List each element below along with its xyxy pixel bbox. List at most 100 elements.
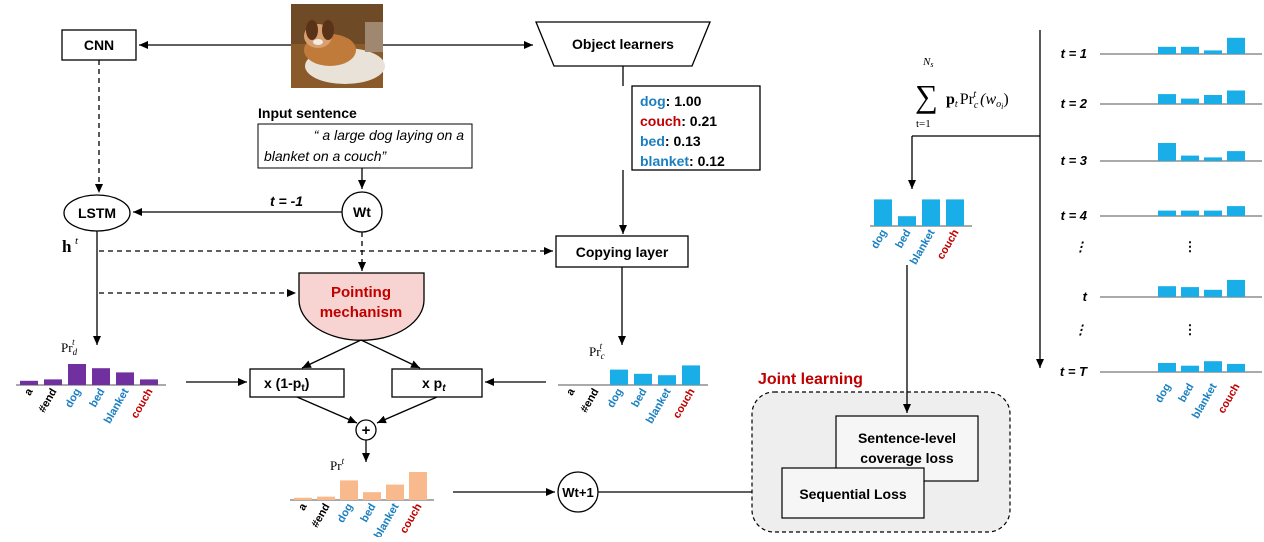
chart-bar — [682, 365, 700, 385]
timestep-bar — [1181, 98, 1199, 104]
detection-word: bed — [640, 133, 665, 149]
timestep-label: t = 4 — [1061, 208, 1088, 223]
detection-score: : 1.00 — [666, 93, 702, 109]
chart-bar — [874, 199, 892, 226]
svg-text:Prct: Prct — [589, 341, 605, 361]
timestep-bar — [1204, 157, 1222, 161]
wt-node: Wt — [341, 191, 383, 233]
chart-tick-label: couch — [398, 501, 425, 535]
timestep-bar — [1227, 151, 1245, 161]
timestep-bar — [1158, 46, 1176, 54]
timestep-bar — [1158, 210, 1176, 216]
detection-item: couch: 0.21 — [640, 113, 717, 129]
chart-tick-label: couch — [935, 227, 962, 261]
timestep-tick-label: bed — [1176, 382, 1196, 405]
timestep-label: ⋮ — [1074, 322, 1087, 337]
dog-photo — [291, 4, 385, 88]
pr-sup: t — [342, 456, 345, 466]
sum-lower: t=1 — [916, 118, 931, 130]
timestep-label: t = 1 — [1061, 46, 1087, 61]
svg-text:x (1-pt): x (1-pt) — [264, 375, 309, 394]
chart-tick-label: #end — [578, 387, 601, 415]
chart-tick-label: bed — [629, 387, 649, 410]
chart-tick-label: dog — [869, 228, 889, 251]
timestep-tick-label: dog — [1153, 382, 1173, 405]
chart-bar — [116, 372, 134, 385]
timestep-bar — [1227, 363, 1245, 372]
t-minus-1-label: t = -1 — [270, 193, 303, 209]
input-sentence-line2: blanket on a couch” — [264, 148, 388, 164]
pr-d-sub: d — [73, 347, 78, 357]
lstm-label: LSTM — [78, 205, 116, 221]
pr-label: Pr — [330, 458, 342, 473]
pr-c-sup: t — [600, 341, 603, 351]
mult-left-end: ) — [305, 375, 310, 391]
chart-tick-label: dog — [335, 502, 355, 525]
svg-text:Prt: Prt — [330, 456, 345, 473]
cnn-label: CNN — [84, 37, 114, 53]
svg-text:x pt: x pt — [422, 375, 446, 394]
input-sentence-box: “ a large dog laying on a blanket on a c… — [257, 123, 473, 169]
chart-tick-label: couch — [671, 386, 698, 420]
sequential-loss-label: Sequential Loss — [799, 486, 907, 502]
wt1-label: Wt+1 — [562, 485, 593, 500]
chart-tick-label: dog — [605, 387, 625, 410]
timestep-bar — [1158, 143, 1176, 161]
copying-layer-box: Copying layer — [555, 235, 689, 268]
ht-sup: t — [75, 235, 79, 247]
sentence-loss-line1: Sentence-level — [858, 430, 956, 446]
timestep-bar — [1158, 286, 1176, 297]
detection-word: couch — [640, 113, 681, 129]
chart-bar — [340, 480, 358, 500]
chart-tick-label: a — [22, 386, 36, 398]
timestep-label: ⋮ — [1074, 239, 1087, 254]
chart-bar — [898, 216, 916, 226]
chart-bar — [922, 199, 940, 226]
joint-learning-title: Joint learning — [758, 371, 863, 388]
mult-left-box: x (1-pt) — [249, 368, 345, 398]
svg-text:Prdt: Prdt — [61, 337, 78, 357]
timestep-bar — [1227, 206, 1245, 216]
chart-tick-label: couch — [129, 386, 156, 420]
input-sentence-title: Input sentence — [258, 105, 357, 121]
chart-bar — [634, 373, 652, 385]
object-learners-label: Object learners — [572, 36, 674, 52]
mult-right-sub: t — [442, 383, 446, 394]
timestep-tick-label: couch — [1216, 381, 1243, 415]
timestep-bar — [1227, 90, 1245, 104]
copying-layer-label: Copying layer — [576, 244, 669, 260]
chart-bar — [44, 379, 62, 385]
cnn-box: CNN — [61, 29, 137, 61]
sum-pr: Pr — [960, 91, 975, 108]
chart-tick-label: dog — [63, 387, 83, 410]
wt1-node: Wt+1 — [557, 471, 599, 513]
timestep-ellipsis: ⋮ — [1184, 322, 1197, 337]
detection-item: blanket: 0.12 — [640, 153, 725, 169]
timestep-bar — [1204, 50, 1222, 54]
joint-learning-region: Sentence-level coverage loss Sequential … — [751, 391, 1011, 533]
timestep-bar — [1181, 46, 1199, 54]
chart-bar — [658, 375, 676, 385]
pr-c-label: Pr — [589, 344, 601, 359]
pointing-mechanism-node: Pointing mechanism — [298, 272, 425, 341]
sum-arg-subsub: i — [1001, 102, 1003, 111]
detection-item: dog: 1.00 — [640, 93, 702, 109]
pr-c-sub: c — [601, 351, 605, 361]
detection-score: : 0.21 — [681, 113, 717, 129]
input-sentence-line1: “ a large dog laying on a — [314, 127, 464, 143]
timestep-bar — [1181, 210, 1199, 216]
chart-tick-label: a — [296, 501, 310, 513]
chart-tick-label: bed — [358, 502, 378, 525]
timestep-bar — [1227, 37, 1245, 54]
chart-bar — [68, 364, 86, 385]
chart-tick-label: bed — [87, 387, 107, 410]
chart-bar — [946, 199, 964, 226]
svg-text:Ns: Ns — [922, 56, 933, 69]
